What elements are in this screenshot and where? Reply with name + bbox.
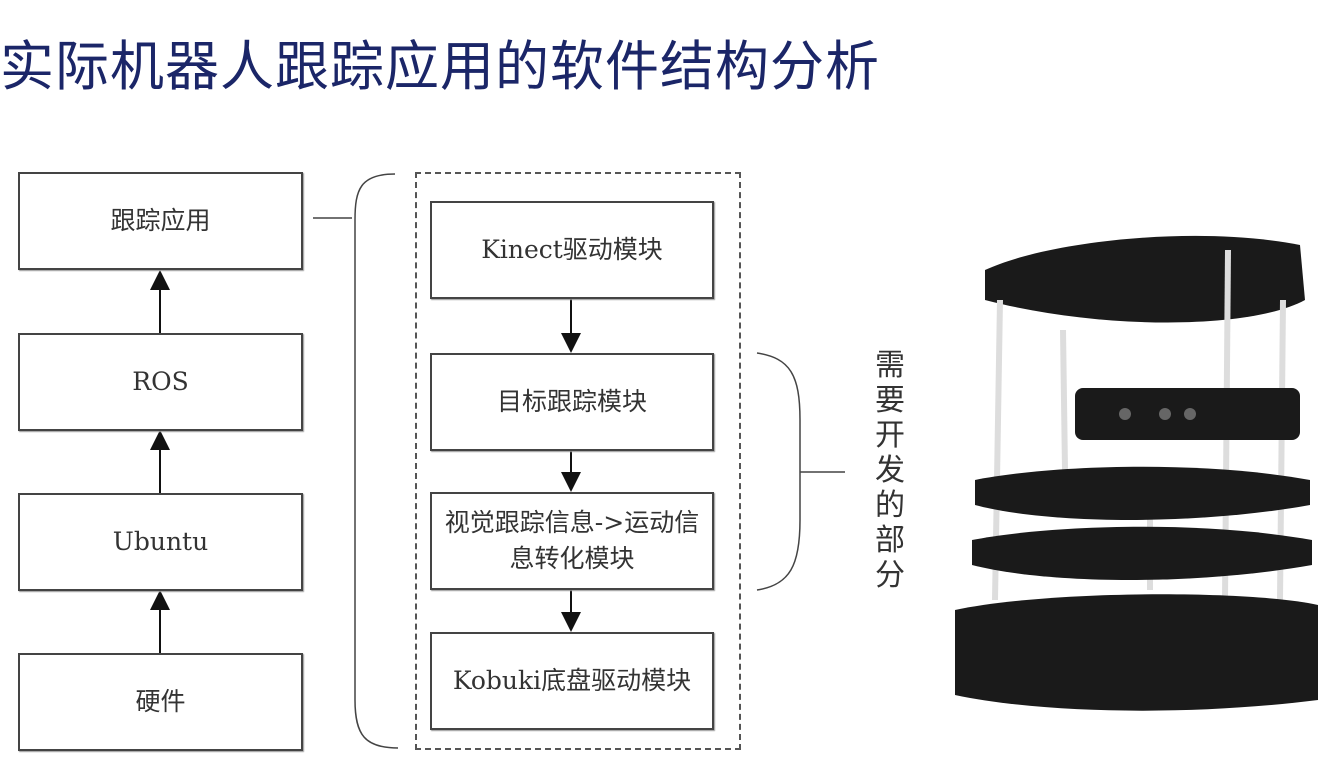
page-title: 的实际机器人跟踪应用的软件结构分析: [0, 35, 880, 98]
module-target-tracking: 目标跟踪模块: [430, 353, 714, 451]
module-kobuki-driver: Kobuki底盘驱动模块: [430, 632, 714, 730]
stack-box-hardware: 硬件: [18, 653, 303, 751]
stack-box-ubuntu: Ubuntu: [18, 493, 303, 591]
left-brace: [354, 173, 399, 749]
annotation-text: 需要开发的部分: [875, 348, 905, 593]
module-kinect-driver: Kinect驱动模块: [430, 201, 714, 299]
robot-image: [955, 235, 1318, 711]
stack-box-ros: ROS: [18, 333, 303, 431]
module-vision-to-motion: 视觉跟踪信息->运动信息转化模块: [430, 492, 714, 590]
right-brace: [756, 352, 801, 591]
stack-box-tracking-app: 跟踪应用: [18, 172, 303, 270]
module-group: [415, 172, 741, 750]
